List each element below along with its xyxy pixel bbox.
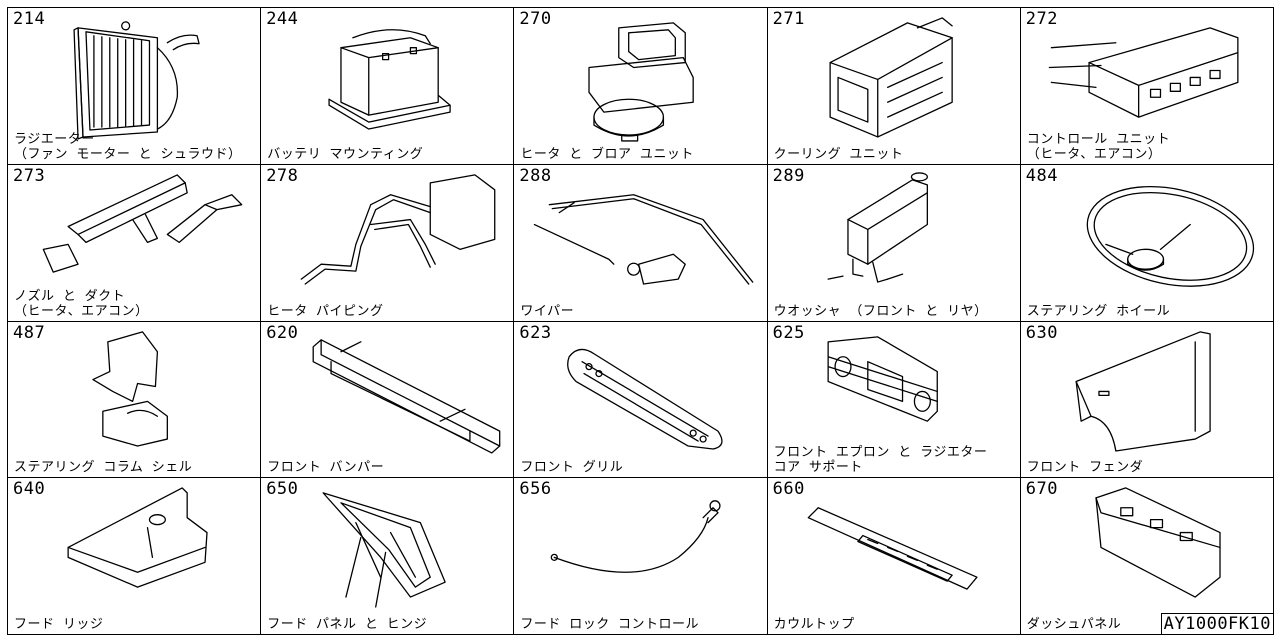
part-caption: フロント フェンダ xyxy=(1026,460,1144,476)
part-caption: ヒータ パイピング xyxy=(267,303,384,319)
part-caption: ワイパー xyxy=(520,303,575,319)
part-cell-289[interactable]: 289 ウオッシャ （フロント と リヤ） xyxy=(767,164,1021,322)
part-cell-244[interactable]: 244 バッテリ マウンティング xyxy=(261,8,515,165)
part-number: 278 xyxy=(266,165,299,186)
part-caption: フロント バンパー xyxy=(267,460,385,476)
hood-ledge-illustration xyxy=(67,487,208,589)
part-caption: ステアリング コラム シェル xyxy=(14,460,193,476)
part-cell-620[interactable]: 620 フロント バンパー xyxy=(261,321,515,479)
part-number: 271 xyxy=(772,9,805,29)
part-caption: クーリング ユニット xyxy=(773,146,904,162)
nozzle-duct-illustration xyxy=(42,174,243,273)
part-number: 640 xyxy=(13,479,46,500)
part-number: 660 xyxy=(772,479,805,500)
part-caption: バッテリ マウンティング xyxy=(267,146,424,162)
front-fender-illustration xyxy=(1075,330,1211,452)
part-caption: ヒータ と ブロア ユニット xyxy=(520,146,694,162)
part-cell-271[interactable]: 271 クーリング ユニット xyxy=(767,8,1021,165)
battery-mounting-illustration xyxy=(328,29,451,130)
part-caption: フロント グリル xyxy=(520,460,624,476)
part-cell-273[interactable]: 273 ノズル と ダクト （ヒータ、エアコン） xyxy=(8,164,262,322)
part-number: 487 xyxy=(13,322,46,343)
parts-index-grid: 214 ラジエーター （ファン モーター と シュラウド） 244 バッテリ マ… xyxy=(7,7,1274,635)
part-cell-484[interactable]: 484 ステアリング ホイール xyxy=(1020,164,1274,322)
diagram-reference-code: AY1000FK10 xyxy=(1160,613,1274,635)
dash-panel-illustration xyxy=(1095,487,1221,598)
part-cell-278[interactable]: 278 ヒータ パイピング xyxy=(261,164,515,322)
part-number: 288 xyxy=(519,165,552,186)
heater-blower-illustration xyxy=(588,22,695,142)
part-caption: フード リッジ xyxy=(14,617,104,632)
part-number: 620 xyxy=(266,322,299,343)
part-cell-660[interactable]: 660 カウルトップ xyxy=(767,478,1021,635)
cowl-top-illustration xyxy=(807,507,978,591)
part-number: 484 xyxy=(1025,165,1059,186)
part-number: 244 xyxy=(266,9,299,29)
part-caption: ノズル と ダクト （ヒータ、エアコン） xyxy=(14,288,149,319)
washer-illustration xyxy=(827,172,928,283)
radiator-illustration xyxy=(73,21,200,140)
part-number: 630 xyxy=(1025,322,1059,343)
part-number: 214 xyxy=(13,9,46,29)
control-unit-illustration xyxy=(1048,27,1239,118)
part-number: 656 xyxy=(519,479,552,500)
part-caption: フード ロック コントロール xyxy=(520,617,700,632)
part-cell-272[interactable]: 272 コントロール ユニット （ヒータ、エアコン） xyxy=(1020,8,1274,165)
part-number: 273 xyxy=(13,165,46,186)
cooling-unit-illustration xyxy=(829,17,953,138)
part-cell-640[interactable]: 640 フード リッジ xyxy=(8,478,262,635)
part-number: 670 xyxy=(1025,479,1059,500)
part-caption: コントロール ユニット （ヒータ、エアコン） xyxy=(1026,131,1171,162)
front-apron-illustration xyxy=(827,335,938,422)
heater-piping-illustration xyxy=(300,174,496,285)
part-number: 270 xyxy=(519,9,552,29)
part-cell-625[interactable]: 625 フロント エプロン と ラジエター コア サポート xyxy=(767,321,1021,479)
hood-panel-illustration xyxy=(322,492,446,608)
part-caption: カウルトップ xyxy=(773,617,855,632)
steering-wheel-illustration xyxy=(1086,185,1254,287)
part-caption: フード パネル と ヒンジ xyxy=(267,617,428,632)
part-number: 623 xyxy=(519,322,552,343)
front-bumper-illustration xyxy=(312,338,501,454)
part-caption: ウオッシャ （フロント と リヤ） xyxy=(773,303,988,319)
part-cell-630[interactable]: 630 フロント フェンダ xyxy=(1020,321,1274,479)
hood-lock-cable-illustration xyxy=(551,500,721,574)
part-cell-656[interactable]: 656 フード ロック コントロール xyxy=(514,478,768,635)
part-number: 625 xyxy=(772,322,805,343)
part-cell-670[interactable]: 670 ダッシュパネル xyxy=(1020,478,1274,635)
part-cell-288[interactable]: 288 ワイパー xyxy=(514,164,768,322)
part-number: 650 xyxy=(266,479,299,500)
part-cell-623[interactable]: 623 フロント グリル xyxy=(514,321,768,479)
part-caption: フロント エプロン と ラジエター コア サポート xyxy=(773,445,988,476)
part-cell-214[interactable]: 214 ラジエーター （ファン モーター と シュラウド） xyxy=(8,8,262,165)
part-cell-650[interactable]: 650 フード パネル と ヒンジ xyxy=(261,478,515,635)
part-caption: ステアリング ホイール xyxy=(1026,303,1171,319)
wiper-illustration xyxy=(534,193,754,285)
column-shell-illustration xyxy=(92,330,168,447)
part-cell-487[interactable]: 487 ステアリング コラム シェル xyxy=(8,321,262,479)
part-caption: ラジエーター （ファン モーター と シュラウド） xyxy=(14,131,242,162)
part-cell-270[interactable]: 270 ヒータ と ブロア ユニット xyxy=(514,8,768,165)
part-number: 272 xyxy=(1025,9,1059,29)
part-number: 289 xyxy=(772,165,805,186)
front-grille-illustration xyxy=(567,348,723,450)
part-caption: ダッシュパネル xyxy=(1026,617,1122,632)
